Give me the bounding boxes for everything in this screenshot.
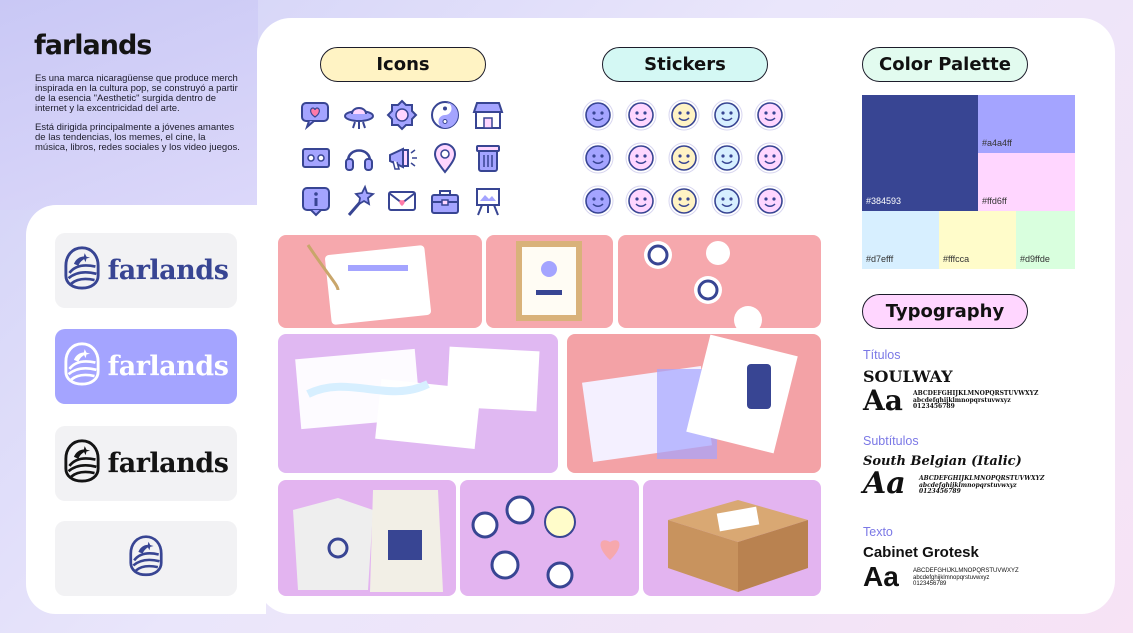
mirror-sticker bbox=[710, 141, 744, 175]
trash-bin-icon bbox=[471, 141, 505, 175]
shipping-box-photo bbox=[643, 480, 821, 596]
logo-card-lilac: farlands bbox=[55, 329, 237, 404]
brand-title: farlands bbox=[34, 30, 152, 61]
envelope-icon bbox=[385, 184, 419, 218]
briefcase-icon bbox=[428, 184, 462, 218]
color-swatch-label: #fffcca bbox=[943, 254, 970, 264]
intro-panel bbox=[0, 0, 258, 210]
text-font-name: Cabinet Grotesk bbox=[863, 544, 979, 561]
color-swatch: #384593 bbox=[862, 95, 978, 211]
text-aa-sample: Aa bbox=[863, 561, 899, 592]
color-swatch-label: #d9ffde bbox=[1020, 254, 1050, 264]
icons-heading: Icons bbox=[320, 47, 486, 82]
text-digits: 0123456789 bbox=[913, 581, 947, 587]
color-swatch: #d7efff bbox=[862, 211, 939, 269]
badge-icon bbox=[385, 98, 419, 132]
farlands-emblem-icon bbox=[64, 439, 100, 488]
subtitles-label: Subtítulos bbox=[863, 434, 919, 448]
location-pin-icon bbox=[428, 141, 462, 175]
subtitles-digits: 0123456789 bbox=[919, 488, 961, 495]
logo-wordmark: farlands bbox=[107, 351, 229, 382]
heart-chat-icon bbox=[299, 98, 333, 132]
color-swatch-label: #ffd6ff bbox=[982, 196, 1007, 206]
vip-sticker bbox=[624, 184, 658, 218]
titles-digits: 0123456789 bbox=[913, 403, 955, 410]
megaphone-icon bbox=[385, 141, 419, 175]
color-swatch: #a4a4ff bbox=[978, 95, 1075, 153]
heart-face-sticker bbox=[581, 184, 615, 218]
tshirt-tote-photo bbox=[278, 480, 456, 596]
pins-on-pink-photo bbox=[618, 235, 821, 328]
magic-wand-icon bbox=[342, 184, 376, 218]
brand-description-1: Es una marca nicaragüense que produce me… bbox=[35, 73, 238, 114]
portrait-sticker bbox=[667, 98, 701, 132]
tape-icon bbox=[299, 141, 333, 175]
headphones-icon bbox=[342, 141, 376, 175]
eye-ufo-sticker bbox=[753, 184, 787, 218]
brand-description-2: Está dirigida principalmente a jóvenes a… bbox=[35, 122, 240, 153]
postcards-photo bbox=[278, 334, 558, 473]
box-sticker bbox=[581, 141, 615, 175]
farlands-emblem-icon bbox=[64, 342, 100, 391]
nicaragua-map-sticker bbox=[581, 98, 615, 132]
logo-wordmark: farlands bbox=[107, 255, 229, 286]
totem-sticker bbox=[753, 98, 787, 132]
typography-heading: Typography bbox=[862, 294, 1028, 329]
easel-icon bbox=[471, 184, 505, 218]
subtitles-specimen: ABCDEFGHIJKLMNOPQRSTUVWXYZ abcdefghijklm… bbox=[919, 475, 1045, 496]
subtitles-aa-sample: Aa bbox=[863, 466, 906, 501]
stickers-heading: Stickers bbox=[602, 47, 768, 82]
titles-font-name: SOULWAY bbox=[863, 367, 953, 386]
frame-sticker bbox=[667, 141, 701, 175]
titles-lowercase: abcdefghijklmnopqrstuvwxyz bbox=[913, 396, 1011, 404]
color-swatch-label: #d7efff bbox=[866, 254, 894, 264]
unboxing-cards-photo bbox=[567, 334, 821, 473]
logo-card-emblem bbox=[55, 521, 237, 596]
text-uppercase: ABCDEFGHIJKLMNOPQRSTUVWXYZ bbox=[913, 568, 1019, 574]
titles-specimen: ABCDEFGHIJKLMNOPQRSTUVWXYZ abcdefghijklm… bbox=[913, 390, 1039, 411]
text-label: Texto bbox=[863, 525, 893, 539]
subtitles-lowercase: abcdefghijklmnopqrstuvwxyz bbox=[919, 481, 1017, 489]
framed-poster-photo bbox=[486, 235, 613, 328]
color-swatch: #d9ffde bbox=[1016, 211, 1075, 269]
info-icon bbox=[299, 184, 333, 218]
color-swatch: #fffcca bbox=[939, 211, 1016, 269]
yin-yang-sticker bbox=[667, 184, 701, 218]
sticker-grid bbox=[581, 98, 787, 218]
brand-description: Es una marca nicaragüense que produce me… bbox=[35, 74, 240, 153]
color-swatch: #ffd6ff bbox=[978, 153, 1075, 211]
text-lowercase: abcdefghijklmnopqrstuvwxyz bbox=[913, 574, 990, 581]
color-swatch-label: #a4a4ff bbox=[982, 138, 1012, 148]
ufo-icon bbox=[342, 98, 376, 132]
logo-card-black: farlands bbox=[55, 426, 237, 501]
saturn-sticker bbox=[710, 98, 744, 132]
flower-sticker bbox=[753, 141, 787, 175]
farlands-emblem-icon bbox=[64, 246, 100, 295]
pins-on-lilac-photo bbox=[460, 480, 639, 596]
logo-wordmark: farlands bbox=[107, 448, 229, 479]
subtitles-font-name: South Belgian (Italic) bbox=[863, 454, 1022, 469]
yin-yang-icon bbox=[428, 98, 462, 132]
titles-label: Títulos bbox=[863, 348, 901, 362]
titles-aa-sample: Aa bbox=[863, 384, 903, 417]
titles-uppercase: ABCDEFGHIJKLMNOPQRSTUVWXYZ bbox=[913, 390, 1039, 397]
ufo-sticker bbox=[624, 98, 658, 132]
icon-grid bbox=[299, 98, 505, 218]
store-icon bbox=[471, 98, 505, 132]
farlands-emblem-icon bbox=[129, 535, 163, 581]
hang-tag-photo bbox=[278, 235, 482, 328]
stamp-sticker bbox=[624, 141, 658, 175]
logo-card-navy: farlands bbox=[55, 233, 237, 308]
subtitles-uppercase: ABCDEFGHIJKLMNOPQRSTUVWXYZ bbox=[919, 475, 1045, 482]
color-palette-heading: Color Palette bbox=[862, 47, 1028, 82]
phone-sticker bbox=[710, 184, 744, 218]
text-specimen: ABCDEFGHIJKLMNOPQRSTUVWXYZ abcdefghijklm… bbox=[913, 568, 1019, 588]
color-swatch-label: #384593 bbox=[866, 196, 902, 206]
